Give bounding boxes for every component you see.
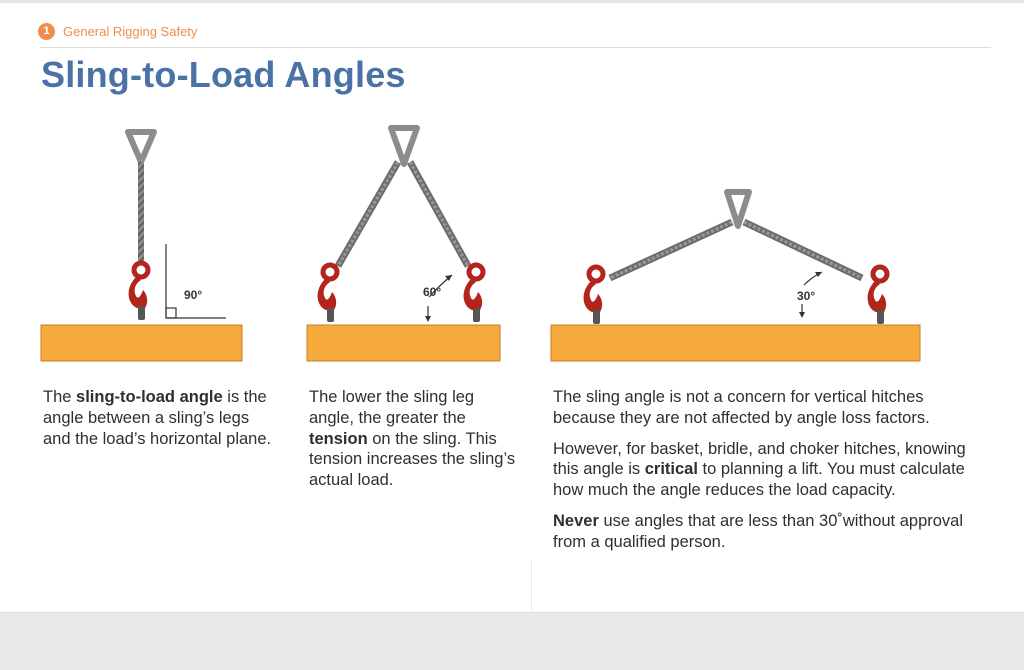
breadcrumb-section[interactable]: General Rigging Safety	[63, 23, 198, 39]
breadcrumb[interactable]: 1 General Rigging Safety	[38, 21, 197, 41]
paragraph: However, for basket, bridle, and choker …	[553, 439, 966, 500]
step-number-badge: 1	[38, 22, 55, 40]
paragraph: The sling-to-load angle is the angle bet…	[43, 388, 272, 448]
column-divider	[531, 560, 532, 614]
text-column-1: The sling-to-load angle is the angle bet…	[43, 387, 273, 459]
sling-illustrations: 90° 60° 30°	[40, 125, 921, 362]
angle-label-90: 90°	[184, 288, 202, 302]
master-link	[388, 125, 420, 167]
top-border	[0, 0, 1024, 3]
footer-bar	[0, 612, 1024, 670]
text-column-2: The lower the sling leg angle, the great…	[309, 387, 519, 501]
paragraph: The sling angle is not a concern for ver…	[553, 388, 930, 427]
text-column-3: The sling angle is not a concern for ver…	[553, 387, 973, 563]
load-block	[550, 324, 921, 362]
figure-30-degree-sling: 30°	[550, 189, 921, 362]
load-block	[40, 324, 243, 362]
load-block	[306, 324, 501, 362]
angle-label-60: 60°	[423, 285, 441, 299]
master-link	[724, 189, 752, 229]
sling-cable	[138, 162, 144, 262]
figure-60-degree-sling: 60°	[306, 125, 501, 362]
header-divider	[40, 47, 991, 48]
figure-vertical-hitch: 90°	[40, 129, 243, 362]
paragraph: Never use angles that are less than 30˚w…	[553, 511, 964, 551]
master-link	[125, 129, 157, 165]
page-title: Sling-to-Load Angles	[41, 54, 406, 95]
angle-label-30: 30°	[797, 289, 815, 303]
paragraph: The lower the sling leg angle, the great…	[309, 388, 516, 490]
